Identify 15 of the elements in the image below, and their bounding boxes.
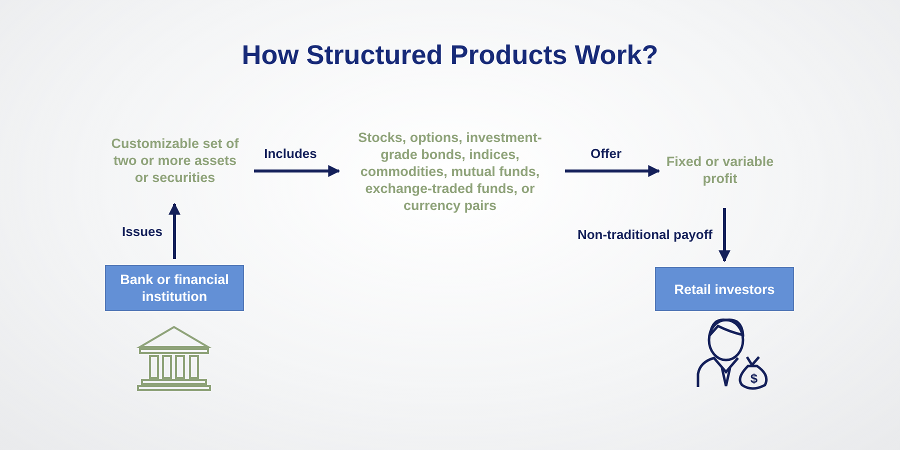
node-text: Fixed or variable profit <box>665 150 775 190</box>
edge-label: Includes <box>264 146 317 161</box>
arrow <box>718 208 730 262</box>
arrow <box>168 202 180 259</box>
dollar-sign: $ <box>750 371 758 386</box>
arrow <box>565 165 660 177</box>
edge-label: Offer <box>590 146 622 161</box>
process-box: Retail investors <box>655 267 794 311</box>
arrow <box>254 165 340 177</box>
edge-label: Issues <box>122 224 162 238</box>
title: How Structured Products Work? <box>240 40 660 71</box>
process-box: Bank or financial institution <box>105 265 244 311</box>
edge-label: Non-traditional payoff <box>577 226 712 242</box>
node-text: Stocks, options, investment-grade bonds, indices, commodities, mutual funds, exchange-traded funds, or currency pairs <box>345 125 555 217</box>
node-text: Customizable set of two or more assets or securities <box>106 132 244 188</box>
